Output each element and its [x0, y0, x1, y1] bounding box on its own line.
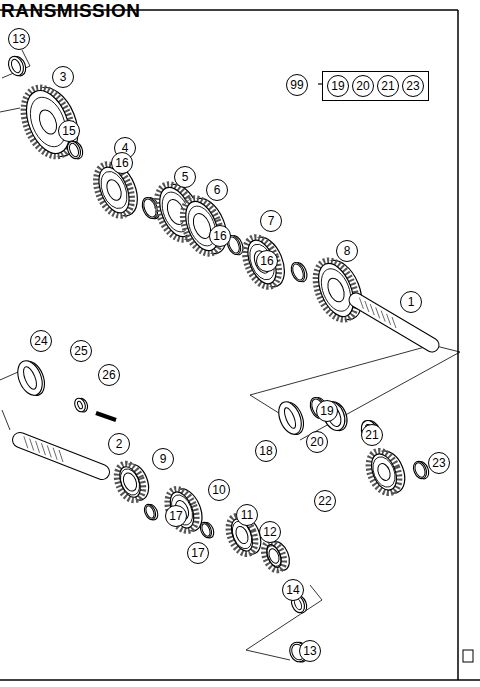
- callout-number: 17: [187, 542, 209, 564]
- gear: [260, 537, 293, 575]
- callout-number: 19: [327, 75, 349, 97]
- callout-number: 25: [70, 340, 92, 362]
- callout-number: 16: [209, 225, 231, 247]
- circlip: [198, 520, 215, 540]
- callout-number: 14: [282, 579, 304, 601]
- shaft: [20, 436, 102, 472]
- gear: [238, 230, 291, 293]
- callout-number: 18: [255, 440, 277, 462]
- callout-number: 13: [8, 28, 30, 50]
- callout-number: 22: [314, 490, 336, 512]
- callout-number: 16: [256, 250, 278, 272]
- gear: [363, 444, 411, 499]
- callout-number: 8: [336, 240, 358, 262]
- callout-number: 99: [286, 74, 308, 96]
- callout-number: 21: [361, 424, 383, 446]
- callout-number: 20: [352, 75, 374, 97]
- callout-number: 2: [108, 433, 130, 455]
- gear: [308, 253, 370, 328]
- washer: [73, 396, 90, 414]
- callout-number: 21: [377, 75, 399, 97]
- callout-number: 19: [316, 400, 338, 422]
- callout-number: 16: [111, 152, 133, 174]
- spacer: [358, 417, 384, 447]
- callout-number: 5: [174, 166, 196, 188]
- callout-number: 10: [208, 479, 230, 501]
- callout-number: 26: [98, 364, 120, 386]
- bolt: [96, 413, 116, 420]
- callout-number: 17: [165, 505, 187, 527]
- callout-number: 23: [428, 452, 450, 474]
- callout-number: 20: [306, 431, 328, 453]
- callout-number: 12: [259, 521, 281, 543]
- callout-number: 11: [236, 504, 258, 526]
- callout-number: 3: [52, 66, 74, 88]
- callout-number: 24: [30, 330, 52, 352]
- page-heading: RANSMISSION: [1, 0, 141, 22]
- kit-box: 19202123: [322, 71, 429, 101]
- callout-number: 1: [400, 291, 422, 313]
- callout-number: 7: [260, 210, 282, 232]
- callout-number: 6: [206, 179, 228, 201]
- circlip: [142, 502, 159, 522]
- bearing: [13, 356, 49, 399]
- ring: [65, 139, 85, 162]
- circlip: [289, 260, 310, 285]
- bearing: [274, 398, 308, 439]
- callout-number: 23: [402, 75, 424, 97]
- gear: [112, 458, 154, 506]
- callout-number: 13: [299, 640, 321, 662]
- gear: [175, 191, 234, 261]
- bearing: [6, 53, 29, 78]
- callout-number: 9: [152, 448, 174, 470]
- gear: [14, 79, 87, 166]
- callout-number: 15: [58, 120, 80, 142]
